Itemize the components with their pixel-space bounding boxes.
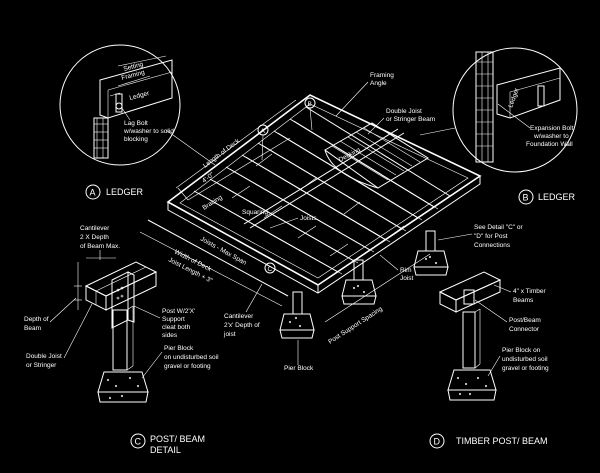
pier-on-soil-text-1: Pier Block [164,345,194,352]
joists-text: Joists [300,215,317,222]
detail-c-marker-text: C [135,437,142,447]
detail-a-marker [85,184,101,200]
double-joist-c-text-2: or Stringer [26,362,57,369]
cantilever-a-text-3: of Beam Max. [80,243,120,250]
pier-d-text-3: gravel or footing [502,365,549,372]
lag-bolt-text-3: blocking [124,136,148,143]
double-joist-c-text-1: Double Joist [26,353,62,360]
squaring-text: Squaring [242,209,268,216]
detail-a-marker-text: A [90,188,96,198]
framing-angle-text-2: Angle [370,80,387,87]
expansion-bolt-text-1: Expansion Bolt [530,125,574,132]
post-beam-connector-text-1: Post/Beam [509,317,541,324]
rim-joist-text-2: Joist [400,275,414,282]
deck-marker-c: C [268,266,273,273]
detail-d-title: TIMBER POST/ BEAM [456,436,548,446]
detail-a-title: LEDGER [106,187,144,197]
deck-post-3 [413,230,449,276]
double-joist-text-1: Double Joist [386,108,422,115]
pier-d-text-1: Pier Block on [502,347,541,354]
rim-joist-text-1: Rim [400,267,412,274]
detail-a-ledger-circle: Setting Framing Ledger Lag Bolt w/washer… [59,44,216,200]
see-detail-text-2: "D" for Post [474,233,508,240]
timber-beams-text-2: Beams [513,297,534,304]
framing-angle-text-1: Framing [370,72,394,79]
cantilever-b-text-2: 2'x' Depth of [224,322,260,329]
post-w2x-text-3: cleat both [162,324,191,331]
detail-d-timber-post-beam: 4" x Timber Beams Post/Beam Connector Pi… [429,271,549,449]
deck-marker-b: B [308,101,312,108]
depth-of-beam-text-1: Depth of [24,316,49,323]
detail-b-marker-text: B [523,193,529,203]
timber-beams-text-1: 4" x Timber [513,288,546,295]
see-detail-text-1: See Detail "C" or [474,224,524,231]
pier-d-text-2: undisturbed soil [502,356,548,363]
deck-post-1 [279,291,315,339]
detail-c-marker [130,433,146,449]
ledger-a-ledger-text: Ledger [129,90,151,102]
post-beam-connector-text-2: Connector [509,326,540,333]
detail-b-marker [518,189,534,205]
pier-on-soil-text-2: on undisturbed soil [164,354,219,361]
expansion-bolt-text-2: w/washer to [533,133,569,140]
post-w2x-text-2: Support [162,316,185,323]
cantilever-b-text-3: joist [223,331,236,338]
deck-post-2 [341,259,377,305]
pier-on-soil-text-3: gravel or footing [164,363,211,370]
pier-block-text: Pier Block [284,365,314,372]
cantilever-a-text-1: Cantilever [80,225,110,232]
double-joist-text-2: or Stringer Beam [386,116,435,123]
cantilever-b-text-1: Cantilever [224,313,254,320]
expansion-bolt-text-3: Foundation Wall [526,141,573,148]
cantilever-a-text-2: 2 X Depth [80,234,109,241]
ledger-b-ledger-text: Ledger [507,86,521,108]
detail-d-marker-text: D [434,437,441,447]
deck-marker-a: A [261,128,266,135]
lag-bolt-text-2: w/washer to solid [123,128,174,135]
four-foot-text: 4'-0" [201,171,216,185]
detail-b-ledger-circle: Ledger Expansion Bolt w/washer to Founda… [419,47,578,205]
see-detail-text-3: Connections [474,242,511,249]
length-of-deck-text: Length of Deck [202,137,242,169]
depth-of-beam-text-2: Beam [24,325,41,332]
post-w2x-text-4: sides [162,332,178,339]
detail-b-title: LEDGER [538,192,576,202]
detail-c-post-beam: Cantilever 2 X Depth of Beam Max. Depth … [24,225,219,455]
detail-c-title-1: POST/ BEAM [150,434,205,444]
main-deck-framing: Decking A B C Length of Deck 4'-0" Braci… [139,72,524,372]
lag-bolt-text-1: Lag Bolt [124,120,148,127]
detail-d-marker [429,433,445,449]
detail-c-title-2: DETAIL [150,445,181,455]
post-support-spacing-text: Post Support Spacing [327,305,384,345]
post-w2x-text-1: Post W/2'X' [162,308,195,315]
